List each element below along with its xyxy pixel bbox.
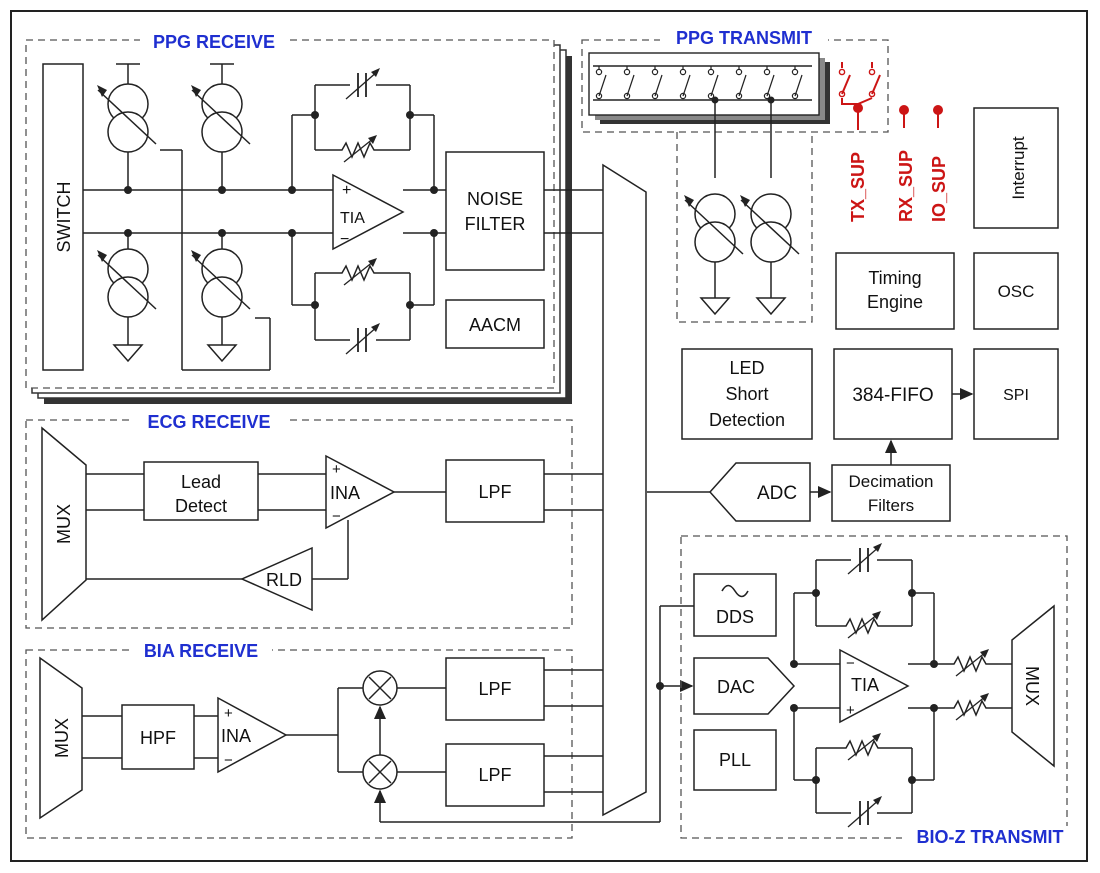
decimation-label: Filters bbox=[868, 496, 914, 515]
ecg-lpf-block bbox=[445, 459, 545, 523]
pll-block bbox=[693, 729, 777, 791]
outer-frame bbox=[10, 10, 1088, 862]
aacm-label: AACM bbox=[469, 315, 521, 335]
rld-label: RLD bbox=[266, 570, 302, 590]
timing-engine-label: Engine bbox=[867, 292, 923, 312]
led-short-label: Detection bbox=[709, 410, 785, 430]
bia-lpf-top-label: LPF bbox=[478, 679, 511, 699]
noise-filter-block bbox=[445, 151, 545, 271]
ecg-mux bbox=[41, 426, 87, 622]
lead-detect-block bbox=[143, 461, 259, 521]
decimation-label: Decimation bbox=[848, 472, 933, 491]
bioz-transmit-title: BIO-Z TRANSMIT bbox=[917, 827, 1064, 847]
tia-plus-sign: + bbox=[342, 182, 351, 199]
timing-engine-label: Timing bbox=[868, 268, 921, 288]
ground-icon bbox=[756, 297, 786, 315]
aacm-block bbox=[445, 299, 545, 349]
ppg-transmit-title: PPG TRANSMIT bbox=[676, 28, 812, 48]
rx-sup-label: RX_SUP bbox=[896, 150, 916, 222]
ecg-ina-plus-sign: + bbox=[332, 461, 341, 478]
fifo-label: 384-FIFO bbox=[852, 385, 933, 406]
tx-sup-label: TX_SUP bbox=[848, 152, 868, 222]
adc-label: ADC bbox=[757, 483, 797, 504]
noise-filter-label: FILTER bbox=[465, 214, 526, 234]
ecg-receive-title: ECG RECEIVE bbox=[147, 412, 270, 432]
bioz-tia-label: TIA bbox=[851, 675, 879, 695]
ppg-receive-title: PPG RECEIVE bbox=[153, 32, 275, 52]
ecg-lpf-label: LPF bbox=[478, 482, 511, 502]
current-source-icon bbox=[739, 193, 800, 263]
ppg-receive-section: PPG RECEIVE SWITCH bbox=[25, 30, 572, 404]
spi-label: SPI bbox=[1003, 387, 1029, 404]
dds-block bbox=[693, 573, 777, 637]
spi-block bbox=[973, 348, 1059, 440]
led-short-detection-block bbox=[681, 348, 813, 440]
bioz-transmit-section: BIO-Z TRANSMIT DDS DAC PLL bbox=[680, 535, 1080, 848]
bia-ina-amplifier bbox=[217, 696, 288, 774]
bia-mux-label: MUX bbox=[52, 718, 72, 758]
led-short-label: Short bbox=[725, 384, 768, 404]
decimation-filters-block bbox=[831, 464, 951, 522]
bia-lpf-top-block bbox=[445, 657, 545, 721]
led-short-label: LED bbox=[729, 358, 764, 378]
supply-switches bbox=[838, 62, 881, 105]
bioz-tia-plus-sign: + bbox=[846, 702, 855, 719]
tia-label: TIA bbox=[340, 210, 365, 227]
interrupt-block bbox=[973, 107, 1059, 229]
bia-lpf-bottom-block bbox=[445, 743, 545, 807]
current-source-icon bbox=[683, 193, 744, 263]
bioz-mux-label: MUX bbox=[1022, 666, 1042, 706]
ecg-mux-label: MUX bbox=[54, 504, 74, 544]
bia-receive-title: BIA RECEIVE bbox=[144, 641, 258, 661]
io-sup-label: IO_SUP bbox=[929, 156, 949, 222]
bioz-mux bbox=[1011, 604, 1055, 768]
dac-label: DAC bbox=[717, 677, 755, 697]
lead-detect-label: Lead bbox=[181, 472, 221, 492]
ground-icon bbox=[700, 297, 730, 315]
tia-minus-sign: − bbox=[340, 231, 349, 248]
ecg-receive-section: ECG RECEIVE MUX Lead Detect + INA − LPF … bbox=[25, 411, 603, 629]
bia-mux bbox=[39, 656, 83, 820]
hpf-block bbox=[121, 704, 195, 770]
tia-amplifier bbox=[332, 173, 405, 251]
hpf-label: HPF bbox=[140, 728, 176, 748]
mixer-icon bbox=[362, 670, 398, 706]
dds-label: DDS bbox=[716, 607, 754, 627]
ppg-transmit-section: PPG TRANSMIT bbox=[581, 28, 889, 323]
variable-resistor-icon bbox=[945, 692, 999, 721]
fifo-block bbox=[833, 348, 953, 440]
supply-labels: TX_SUP RX_SUP IO_SUP bbox=[848, 103, 949, 222]
sine-wave-icon bbox=[721, 584, 749, 598]
switch-label: SWITCH bbox=[54, 182, 74, 253]
bia-ina-label: INA bbox=[221, 726, 251, 746]
led-switch-bank bbox=[588, 52, 820, 116]
noise-filter-label: NOISE bbox=[467, 189, 523, 209]
analog-mux bbox=[602, 163, 647, 817]
bia-lpf-bottom-label: LPF bbox=[478, 765, 511, 785]
bia-ina-minus-sign: − bbox=[224, 752, 233, 769]
ecg-ina-label: INA bbox=[330, 483, 360, 503]
bia-ina-plus-sign: + bbox=[224, 705, 233, 722]
bioz-tia-minus-sign: − bbox=[846, 655, 855, 672]
variable-resistor-icon bbox=[945, 648, 999, 677]
osc-label: OSC bbox=[998, 282, 1035, 301]
interrupt-label: Interrupt bbox=[1009, 136, 1028, 200]
lead-detect-label: Detect bbox=[175, 496, 227, 516]
timing-engine-block bbox=[835, 252, 955, 330]
mixer-icon bbox=[362, 754, 398, 790]
ecg-ina-amplifier bbox=[325, 454, 396, 530]
switch-block bbox=[42, 63, 84, 371]
dac-block bbox=[693, 657, 796, 715]
osc-block bbox=[973, 252, 1059, 330]
pll-label: PLL bbox=[719, 750, 751, 770]
ecg-ina-minus-sign: − bbox=[332, 508, 341, 525]
bia-receive-section: BIA RECEIVE MUX HPF + INA − LPF LPF bbox=[25, 640, 660, 839]
bioz-tia-amplifier bbox=[839, 648, 910, 724]
